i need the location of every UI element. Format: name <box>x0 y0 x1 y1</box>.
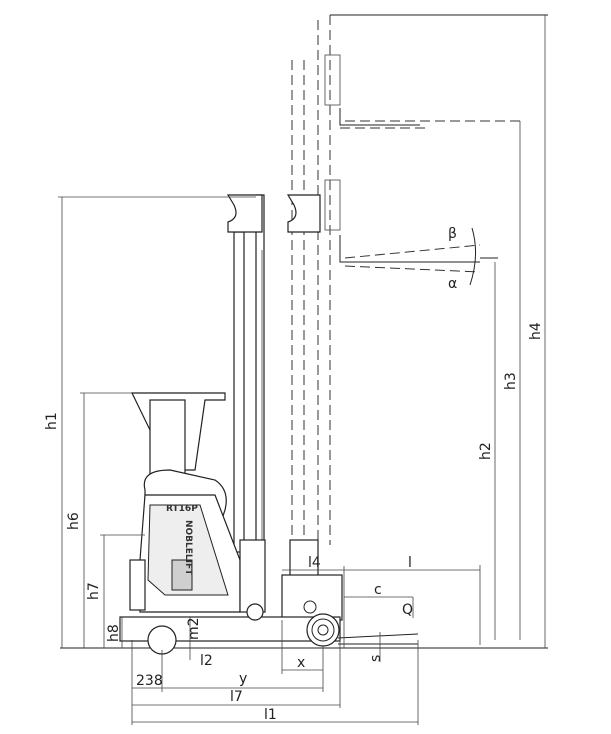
y-label: y <box>239 671 247 687</box>
right-dimension-lines <box>494 15 546 648</box>
mast <box>226 194 265 553</box>
offset-238-label: 238 <box>136 673 163 689</box>
brand-logo: NOBLELIFT <box>183 520 193 576</box>
bottom-dimension-lines <box>131 620 419 725</box>
m2-label: m2 <box>186 617 202 640</box>
x-label: x <box>297 655 305 671</box>
h4-label: h4 <box>528 322 544 340</box>
l2-label: l2 <box>200 653 213 669</box>
tilt-arc <box>469 227 476 286</box>
c-label: c <box>374 582 382 598</box>
truck-body <box>119 392 419 655</box>
extended-mast <box>286 14 548 545</box>
alpha-label: α <box>448 276 457 292</box>
l-label: l <box>408 555 412 571</box>
h1-label: h1 <box>44 412 60 430</box>
load-q-label: Q <box>402 602 413 618</box>
s-label: s <box>368 655 384 662</box>
h6-label: h6 <box>66 512 82 530</box>
model-label: RT16P <box>166 504 198 514</box>
load-dimension-lines <box>282 565 481 662</box>
h7-label: h7 <box>86 582 102 600</box>
l7-label: l7 <box>230 689 243 705</box>
h3-label: h3 <box>503 372 519 390</box>
left-dimension-lines <box>58 196 256 660</box>
h8-label: h8 <box>106 624 122 642</box>
l1-label: l1 <box>264 707 277 723</box>
beta-label: β <box>448 226 457 242</box>
h2-label: h2 <box>478 442 494 460</box>
l4-label: l4 <box>308 555 321 571</box>
